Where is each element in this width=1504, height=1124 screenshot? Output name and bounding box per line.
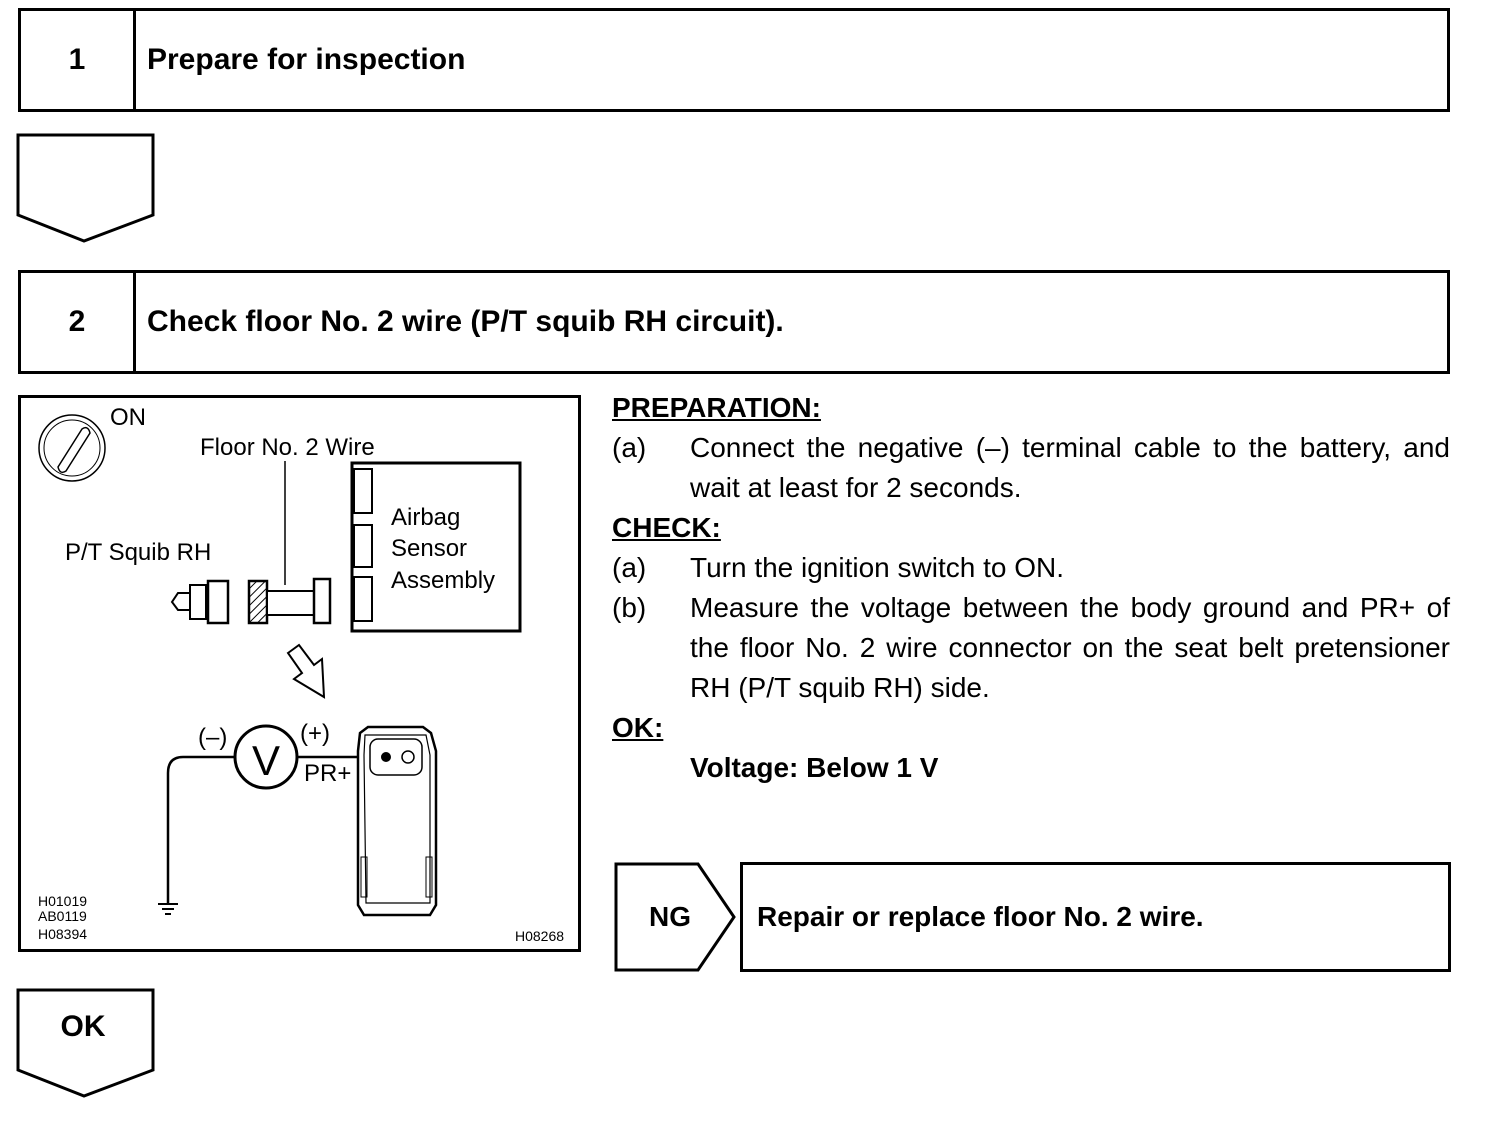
ok-heading: OK: <box>612 712 664 743</box>
figure-code-right: H08268 <box>515 928 564 944</box>
ng-tag: NG <box>649 901 691 932</box>
check-heading: CHECK: <box>612 512 721 543</box>
wire-connector <box>247 577 332 625</box>
wiring-diagram: ON Floor No. 2 Wire Airbag Sensor Assemb… <box>18 395 581 952</box>
step-1-box: 1 Prepare for inspection <box>18 8 1450 112</box>
check-item-label: (a) <box>612 552 647 583</box>
airbag-sensor-assembly <box>350 461 522 633</box>
ok-tag: OK <box>60 1010 106 1043</box>
check-item-text: Measure the voltage between the body gro… <box>690 592 1450 703</box>
step-title: Check floor No. 2 wire (P/T squib RH cir… <box>147 305 784 338</box>
prep-item-text: Connect the negative (–) terminal cable … <box>690 432 1450 503</box>
step-number: 2 <box>21 273 136 371</box>
floor-wire-label: Floor No. 2 Wire <box>200 434 375 461</box>
step-number: 1 <box>21 11 136 109</box>
step-2-box: 2 Check floor No. 2 wire (P/T squib RH c… <box>18 270 1450 374</box>
figure-codes-left: H01019 AB0119 H08394 <box>38 893 91 942</box>
sensor-label: Airbag Sensor Assembly <box>391 504 495 594</box>
prep-item-label: (a) <box>612 432 647 463</box>
ng-action-box: Repair or replace floor No. 2 wire. <box>740 862 1451 972</box>
disconnect-arrow-icon <box>286 643 326 699</box>
squib-connector <box>170 579 230 625</box>
pretensioner-icon <box>356 725 438 917</box>
ng-arrow-shape <box>614 862 736 972</box>
ignition-on-label: ON <box>110 404 146 431</box>
pr-plus-label: PR+ <box>304 760 351 787</box>
step-title: Prepare for inspection <box>147 43 466 76</box>
check-item-label: (b) <box>612 592 647 623</box>
voltmeter-symbol: V <box>252 737 280 784</box>
ignition-key-icon <box>38 414 106 482</box>
check-item-text: Turn the ignition switch to ON. <box>690 552 1065 583</box>
preparation-heading: PREPARATION: <box>612 392 821 423</box>
ok-arrow-down <box>16 988 155 1098</box>
positive-probe-label: (+) <box>300 720 330 747</box>
ok-value: Voltage: Below 1 V <box>690 752 939 783</box>
squib-label: P/T Squib RH <box>65 539 211 566</box>
negative-probe-label: (–) <box>198 724 227 751</box>
flow-arrow-down <box>16 133 155 243</box>
